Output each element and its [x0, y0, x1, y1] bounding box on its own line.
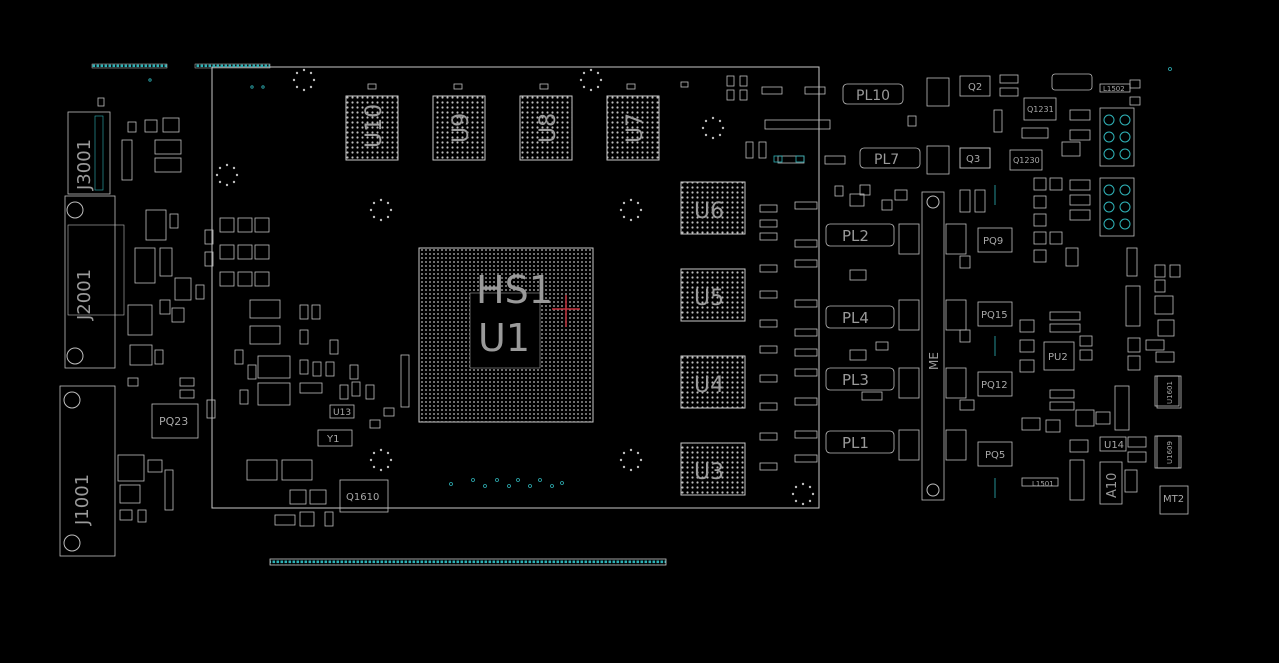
u13-label: U13: [333, 408, 351, 418]
pcie-edge-connector: [269, 558, 667, 566]
inductor-pl10[interactable]: PL10: [842, 83, 904, 105]
passive-components-board: [367, 75, 831, 471]
q1230-transistor[interactable]: Q1230: [1009, 149, 1043, 171]
memory-chip-u8[interactable]: U8: [519, 95, 573, 161]
u1609-chip[interactable]: U1609: [1156, 435, 1182, 469]
memory-chip-u3[interactable]: U3: [680, 442, 746, 496]
inductor-pl1[interactable]: PL1: [825, 430, 895, 454]
memory-chip-label: U10: [362, 104, 387, 148]
j3001-label: J3001: [74, 139, 95, 191]
memory-chip-label: U8: [536, 113, 561, 143]
pl3-label: PL3: [842, 371, 869, 389]
right-area-components: [824, 73, 1181, 501]
connector-j2001[interactable]: J2001: [64, 195, 125, 369]
inductor-pl2[interactable]: PL2: [825, 223, 895, 247]
pq12-label: PQ12: [981, 380, 1008, 391]
l1501-inductor[interactable]: L1501: [1032, 480, 1054, 488]
gpu-label-u1: U1: [478, 316, 530, 360]
memory-chip-label: U9: [449, 113, 474, 143]
gpu-label-hs1: HS1: [476, 268, 553, 312]
cyan-vias: [449, 478, 564, 488]
gpu-hs1-u1[interactable]: HS1 U1: [418, 247, 594, 423]
y1-crystal[interactable]: Y1: [317, 429, 353, 447]
memory-chip-u6[interactable]: U6: [680, 181, 746, 235]
u13-chip[interactable]: U13: [329, 404, 355, 419]
memory-chip-label: U4: [694, 373, 724, 398]
memory-chip-u5[interactable]: U5: [680, 268, 746, 322]
j2001-label: J2001: [74, 269, 95, 321]
memory-chip-u9[interactable]: U9: [432, 95, 486, 161]
memory-chip-u10[interactable]: U10: [345, 95, 399, 161]
pl1-label: PL1: [842, 434, 869, 452]
mt2-label: MT2: [1163, 494, 1184, 505]
left-smd-cluster: [195, 217, 410, 527]
inductor-pl7[interactable]: PL7: [859, 147, 921, 169]
memory-chip-label: U5: [694, 286, 724, 311]
memory-chip-label: U6: [694, 199, 724, 224]
board-outline: [211, 66, 820, 509]
phase-mosfets: [898, 77, 991, 461]
edge-connector-top-right: [194, 63, 271, 69]
pq5-mosfet[interactable]: PQ5: [977, 441, 1013, 467]
connector-j1001[interactable]: J1001: [59, 385, 116, 557]
pq9-label: PQ9: [983, 236, 1003, 247]
cyan-markers: [148, 67, 1172, 498]
memory-chip-u4[interactable]: U4: [680, 355, 746, 409]
u14-label: U14: [1104, 440, 1124, 451]
pl4-label: PL4: [842, 309, 869, 327]
pl7-label: PL7: [874, 152, 899, 168]
pl10-label: PL10: [856, 88, 890, 104]
pq15-label: PQ15: [981, 310, 1008, 321]
pq12-mosfet[interactable]: PQ12: [977, 371, 1013, 397]
mt2-mount[interactable]: MT2: [1159, 485, 1189, 515]
memory-chip-label: U7: [623, 113, 648, 143]
j1001-label: J1001: [72, 474, 93, 526]
me-heatsink-strip[interactable]: ME: [921, 191, 945, 501]
q1610-transistor[interactable]: Q1610: [339, 479, 389, 513]
q3-label: Q3: [966, 154, 980, 165]
a10-label: A10: [1105, 473, 1120, 498]
pu2-controller[interactable]: PU2: [1043, 341, 1075, 371]
l1501-label: L1501: [1032, 480, 1054, 488]
u14-chip[interactable]: U14: [1099, 436, 1127, 452]
q1231-transistor[interactable]: Q1231: [1023, 97, 1057, 121]
a10-component[interactable]: A10: [1099, 461, 1123, 505]
u1601-label: U1601: [1166, 381, 1174, 404]
q1230-label: Q1230: [1013, 156, 1040, 165]
pq23-mosfet[interactable]: PQ23: [151, 403, 199, 439]
power-connector-bottom[interactable]: [1099, 177, 1135, 237]
l1502-label: L1502: [1103, 85, 1125, 93]
pl2-label: PL2: [842, 227, 869, 245]
inductor-pl4[interactable]: PL4: [825, 305, 895, 329]
q3-transistor[interactable]: Q3: [959, 147, 991, 169]
pq5-label: PQ5: [985, 450, 1005, 461]
q1231-label: Q1231: [1027, 105, 1054, 114]
u1609-label: U1609: [1166, 441, 1174, 464]
l1502-inductor[interactable]: L1502: [1103, 85, 1125, 93]
q1610-label: Q1610: [346, 492, 379, 503]
u1601-chip[interactable]: U1601: [1156, 375, 1182, 409]
y1-label: Y1: [326, 434, 339, 445]
me-label: ME: [927, 352, 941, 370]
left-area-components: [97, 97, 195, 523]
q2-label: Q2: [968, 82, 982, 93]
pq23-label: PQ23: [159, 415, 188, 428]
memory-chip-label: U3: [694, 460, 724, 485]
power-connector-top[interactable]: [1099, 107, 1135, 167]
mounting-holes: [215, 68, 815, 506]
q2-transistor[interactable]: Q2: [959, 75, 991, 97]
pq15-mosfet[interactable]: PQ15: [977, 301, 1013, 327]
edge-connector-top-left: [91, 63, 168, 69]
inductor-pl3[interactable]: PL3: [825, 367, 895, 391]
memory-chip-u7[interactable]: U7: [606, 95, 660, 161]
connector-j3001[interactable]: J3001: [67, 111, 111, 195]
pq9-mosfet[interactable]: PQ9: [977, 227, 1013, 253]
pu2-label: PU2: [1048, 352, 1068, 363]
